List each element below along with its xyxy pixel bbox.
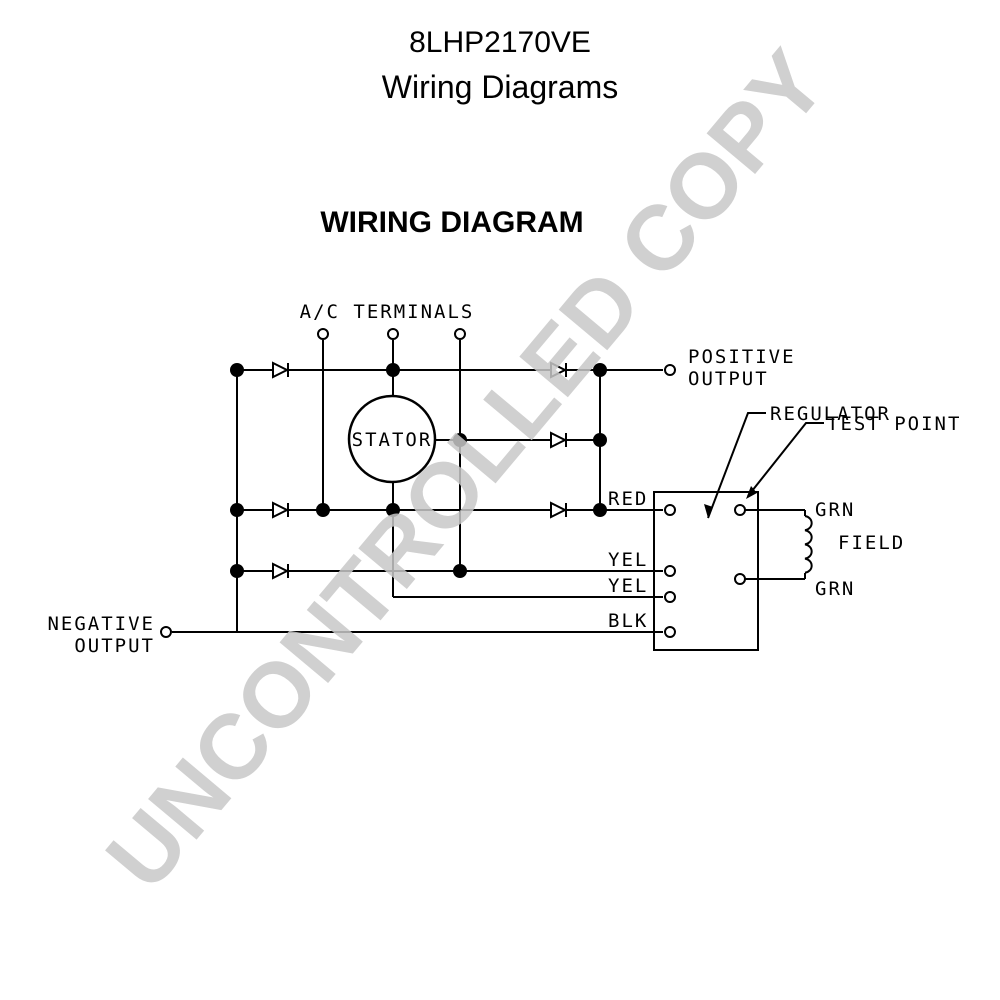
red-wire-label: RED bbox=[608, 488, 648, 510]
test-point-leader bbox=[747, 422, 824, 497]
diagram-labels: A/C TERMINALS POSITIVE OUTPUT NEGATIVE O… bbox=[47, 301, 961, 657]
junction-dot bbox=[593, 433, 607, 447]
stator-circle bbox=[347, 394, 437, 484]
yel-wire-label-2: YEL bbox=[608, 575, 648, 597]
field-coil-winding bbox=[804, 515, 813, 574]
regulator-label: REGULATOR bbox=[770, 403, 891, 425]
regulator-terminal-field-bottom bbox=[734, 573, 746, 585]
junction-dot bbox=[386, 503, 400, 517]
ac-terminal-2 bbox=[387, 328, 399, 340]
junction-dot bbox=[230, 363, 244, 377]
ac-terminal-3 bbox=[454, 328, 466, 340]
positive-output-label-2: OUTPUT bbox=[688, 368, 769, 390]
positive-output-label-1: POSITIVE bbox=[688, 346, 796, 368]
junction-dot bbox=[230, 564, 244, 578]
diode-pos-bottom bbox=[550, 501, 568, 519]
open-terminals bbox=[160, 328, 676, 638]
regulator-terminals bbox=[664, 504, 746, 638]
field-coil bbox=[745, 509, 813, 580]
diode-neg-mid bbox=[272, 501, 290, 519]
negative-output-terminal bbox=[160, 626, 172, 638]
junction-dot bbox=[453, 433, 467, 447]
negative-output-label-1: NEGATIVE bbox=[47, 613, 155, 635]
junction-dot bbox=[593, 503, 607, 517]
junction-dot bbox=[593, 363, 607, 377]
model-title: 8LHP2170VE bbox=[409, 26, 591, 59]
negative-output-label-2: OUTPUT bbox=[74, 635, 155, 657]
ac-terminals-label: A/C TERMINALS bbox=[300, 301, 475, 323]
regulator-terminal-red bbox=[664, 504, 676, 516]
rails bbox=[172, 369, 663, 633]
test-point-label: TEST POINT bbox=[827, 413, 961, 435]
regulator-terminal-yel-1 bbox=[664, 565, 676, 577]
diode-neg-top bbox=[272, 361, 290, 379]
regulator-leader bbox=[707, 412, 766, 519]
regulator-terminal-field-top bbox=[734, 504, 746, 516]
grn-bottom-label: GRN bbox=[815, 578, 855, 600]
diode-pos-top bbox=[550, 361, 568, 379]
junction-dot bbox=[453, 564, 467, 578]
yel-wire-label-1: YEL bbox=[608, 549, 648, 571]
field-label: FIELD bbox=[838, 532, 905, 554]
junction-dot bbox=[230, 503, 244, 517]
ac-terminal-1 bbox=[317, 328, 329, 340]
diodes bbox=[272, 361, 568, 580]
regulator-terminal-blk bbox=[664, 626, 676, 638]
grn-top-label: GRN bbox=[815, 499, 855, 521]
uncontrolled-copy-watermark: UNCONTROLLED COPY bbox=[87, 32, 845, 908]
leader-lines bbox=[704, 412, 824, 519]
positive-output-terminal bbox=[664, 364, 676, 376]
page-subtitle: Wiring Diagrams bbox=[382, 69, 618, 105]
diagram-heading: WIRING DIAGRAM bbox=[320, 206, 583, 239]
diode-pos-mid bbox=[550, 431, 568, 449]
regulator-terminal-yel-2 bbox=[664, 591, 676, 603]
blk-wire-label: BLK bbox=[608, 610, 648, 632]
diode-neg-bottom bbox=[272, 562, 290, 580]
junctions bbox=[230, 363, 607, 578]
junction-dot bbox=[386, 363, 400, 377]
stator-label: STATOR bbox=[352, 429, 433, 451]
junction-dot bbox=[316, 503, 330, 517]
